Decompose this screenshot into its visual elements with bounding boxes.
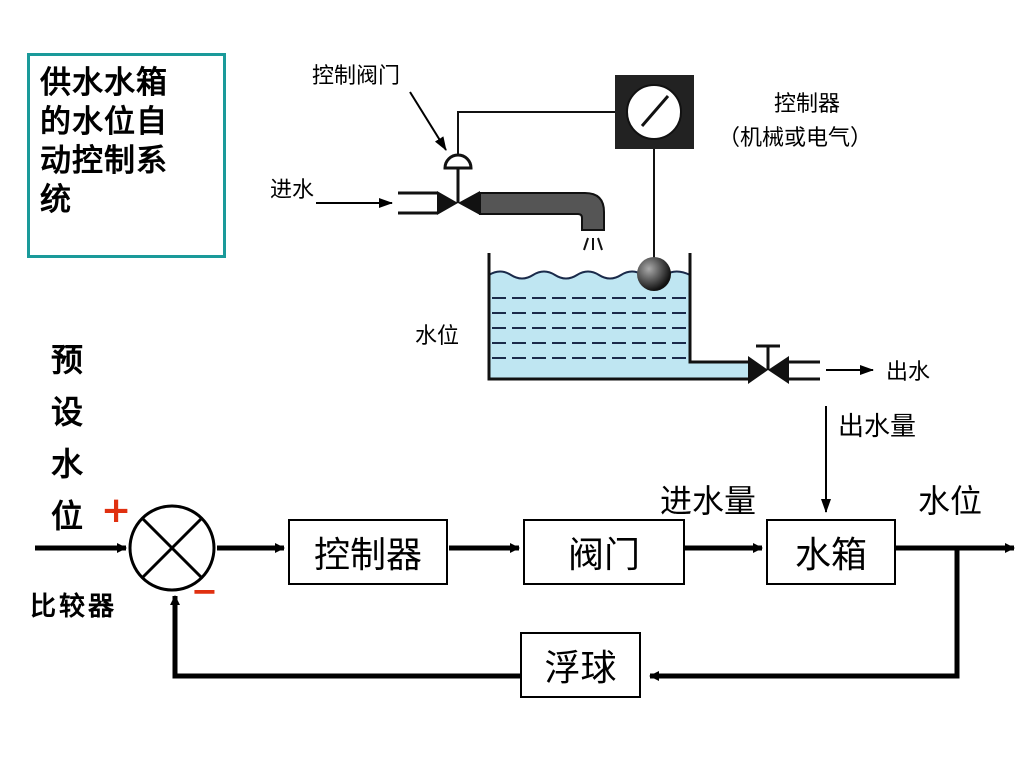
title-line-1: 供水水箱 [40,65,168,101]
setpoint-char-3: 水 [50,445,83,483]
controller-label: 控制器 [774,92,841,117]
valve-pointer [409,91,447,151]
controller-sub-label: （机械或电气） [718,126,873,151]
inlet-label: 进水 [270,178,315,203]
comparator-label: 比较器 [30,592,118,622]
float-block: 浮球 [520,632,641,698]
valve-block: 阀门 [523,519,685,585]
title-line-2: 的水位自 [40,104,168,140]
title-line-4: 统 [40,182,72,218]
spout [479,192,605,231]
setpoint-char-2: 设 [50,393,83,431]
water-level-output-label: 水位 [918,482,983,520]
feedback-path-left [170,595,520,679]
setpoint-char-1: 预 [50,341,83,379]
setpoint-char-4: 位 [50,497,83,535]
valve-signal-line [457,111,615,155]
title-line-3: 动控制系 [40,143,168,179]
outflow-label: 出水量 [838,412,917,442]
outlet-valve [748,344,789,384]
block-diagram-lines [35,543,1015,681]
minus-sign: − [191,572,218,610]
setpoint-label: 预 设 水 位 [47,334,87,542]
water-drops [583,237,603,251]
plus-sign: + [101,490,132,531]
outlet-label: 出水 [886,360,931,385]
control-valve-label: 控制阀门 [312,64,401,89]
controller-block: 控制器 [288,519,448,585]
comparator-symbol [128,504,216,592]
tank-illustration [316,75,874,384]
tank-block: 水箱 [766,519,896,585]
inflow-label: 进水量 [660,482,757,520]
title-box: 供水水箱 的水位自 动控制系 统 [27,53,226,258]
feedback-path-right [649,548,960,681]
water-level-illustration-label: 水位 [415,324,460,349]
outlet-pipe [789,360,820,381]
water-level-lines [492,297,688,359]
control-valve-symbol [437,153,480,215]
float-ball [637,257,671,291]
tank-wall [487,253,748,381]
inlet-pipe-left [398,191,437,215]
